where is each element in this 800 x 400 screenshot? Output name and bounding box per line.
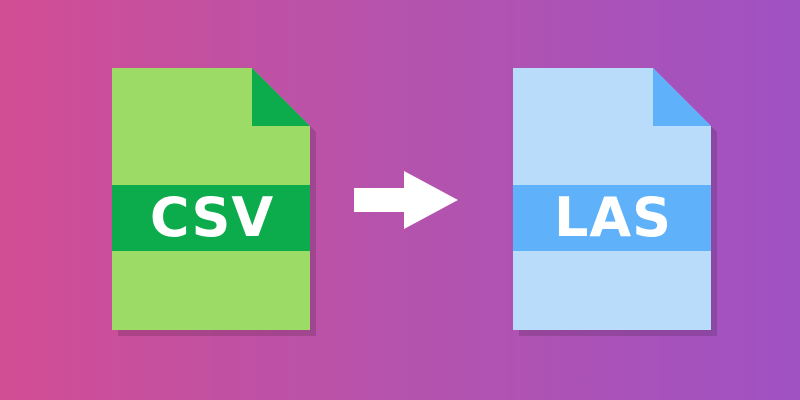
las-file-shape — [513, 68, 717, 336]
las-file-label: LAS — [553, 186, 673, 249]
las-file-icon: LAS — [513, 68, 717, 336]
csv-file-icon: CSV — [112, 68, 316, 336]
right-arrow-icon — [354, 171, 458, 229]
csv-file-shape — [112, 68, 316, 336]
csv-file-label: CSV — [149, 186, 275, 249]
